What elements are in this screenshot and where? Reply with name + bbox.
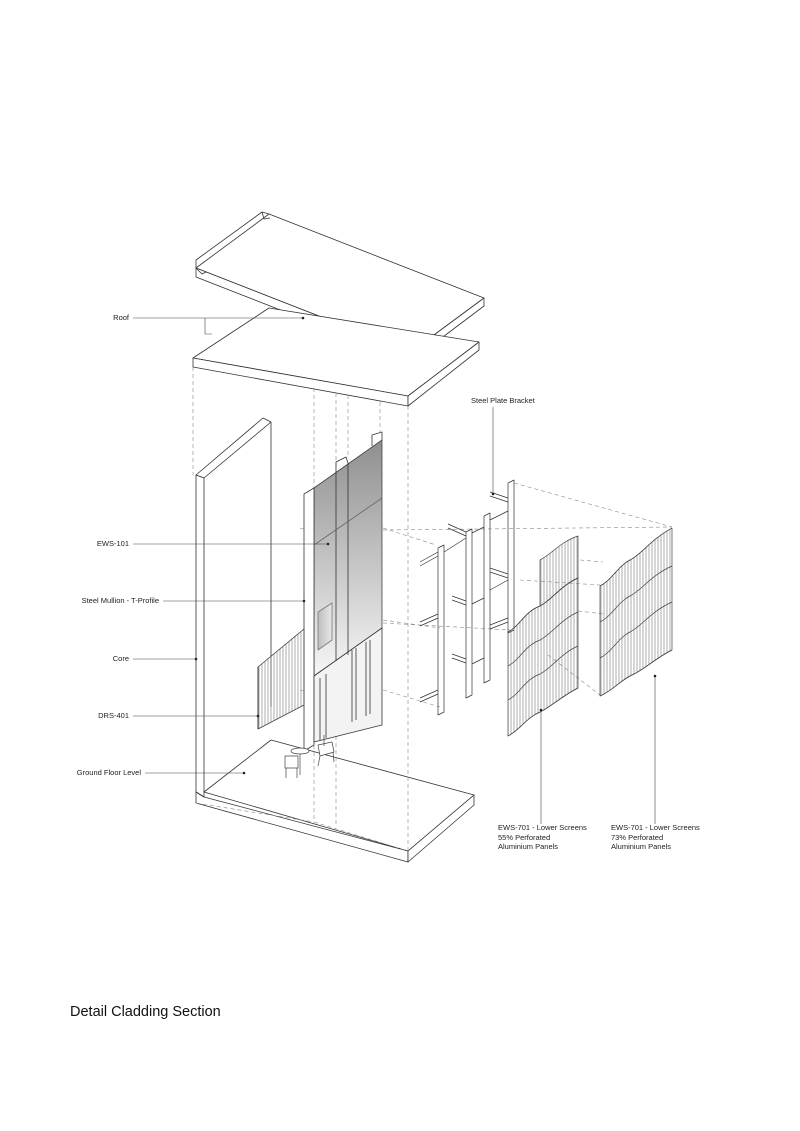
- label-ews-701-73-line3: Aluminium Panels: [611, 842, 672, 851]
- ews-101-glazing: [303, 431, 383, 752]
- steel-plate-bracket-frame: [419, 479, 515, 716]
- core-wall: [195, 417, 272, 798]
- furniture: [284, 735, 335, 778]
- label-ews-101: EWS-101: [96, 539, 129, 548]
- label-ground-floor: Ground Floor Level: [76, 768, 141, 777]
- label-ews-701-55-line1: EWS-701 - Lower Screens: [498, 823, 587, 832]
- label-steel-mullion: Steel Mullion - T-Profile: [81, 596, 159, 605]
- label-drs-401: DRS-401: [98, 711, 129, 720]
- label-ews-701-73-line2: 73% Perforated: [611, 832, 664, 842]
- drs-401-screen: [257, 628, 305, 730]
- ground-floor-slab: [195, 739, 475, 863]
- label-ews-701-55-line3: Aluminium Panels: [498, 842, 559, 851]
- ews-701-screen-55: [507, 535, 579, 737]
- drawing-title: Detail Cladding Section: [70, 1004, 221, 1020]
- label-core: Core: [112, 654, 129, 663]
- leader-dots: [194, 316, 657, 775]
- label-ews-701-55-line2: 55% Perforated: [498, 832, 551, 842]
- label-roof: Roof: [113, 313, 129, 322]
- label-ews-701-73: EWS-701 - Lower Screens 73% Perforated A…: [611, 823, 700, 852]
- label-ews-701-73-line1: EWS-701 - Lower Screens: [611, 823, 700, 832]
- label-ews-701-55: EWS-701 - Lower Screens 55% Perforated A…: [498, 823, 587, 852]
- label-steel-plate-bracket: Steel Plate Bracket: [471, 396, 535, 405]
- ews-701-screen-73: [599, 527, 673, 697]
- leader-lines: [133, 317, 656, 824]
